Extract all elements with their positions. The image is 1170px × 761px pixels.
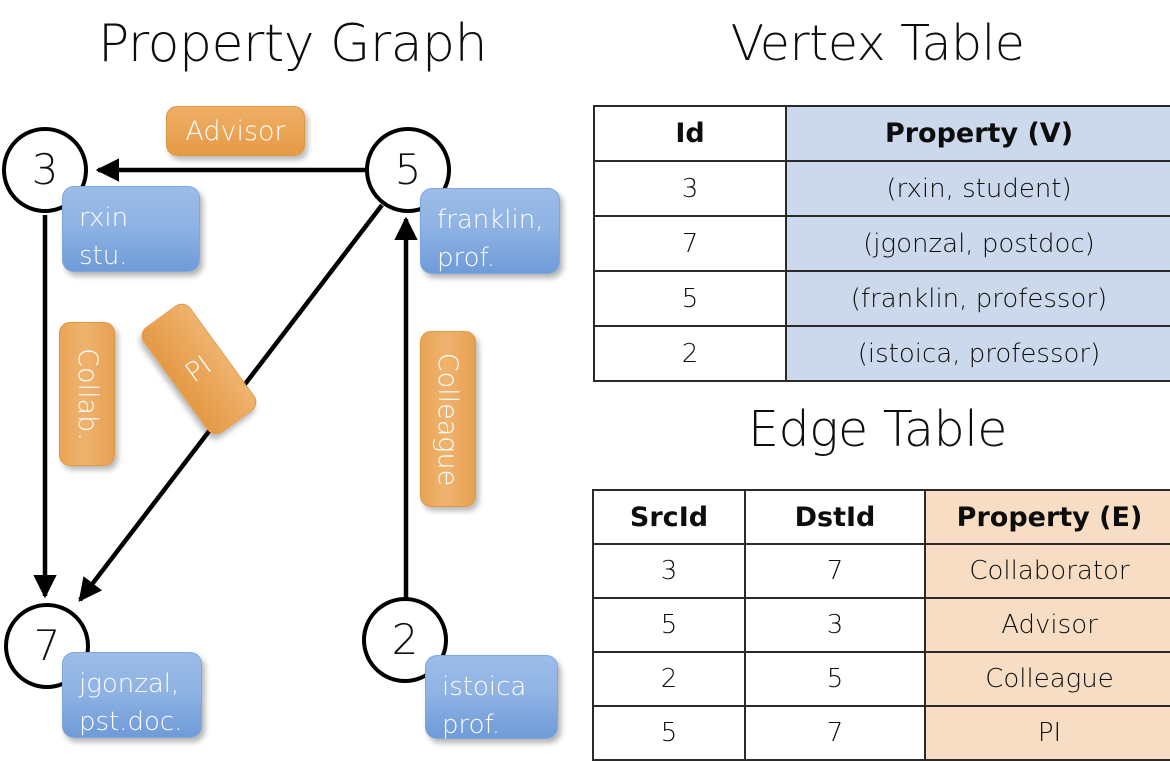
page-title-edge-table: Edge Table <box>748 401 1007 458</box>
node-property-line-2: pst.doc. <box>79 707 183 737</box>
edge-label-text: Collab. <box>71 347 103 441</box>
node-property-line-1: istoica <box>442 672 527 702</box>
edge-cell-srcid: 3 <box>592 543 746 599</box>
edge-cell-property: Collaborator <box>924 543 1170 599</box>
vertex-header-property: Property (V) <box>785 105 1170 162</box>
node-property-line-1: franklin, <box>437 205 544 235</box>
vertex-cell-id: 5 <box>593 270 787 327</box>
edge-label-colleague: Colleague <box>420 331 476 507</box>
edge-header-srcid: SrcId <box>592 489 746 545</box>
edge-cell-property: PI <box>924 705 1170 761</box>
table-header-row: Id Property (V) <box>593 105 1170 162</box>
graph-node-2[interactable]: 2 <box>362 597 448 683</box>
vertex-cell-id: 7 <box>593 215 787 272</box>
node-property-line-2: prof. <box>442 710 501 740</box>
node-property-box-istoica: istoica prof. <box>425 655 558 740</box>
edge-label-collab: Collab. <box>59 322 115 466</box>
node-property-line-1: jgonzal, <box>79 669 180 699</box>
node-property-box-jgonzal: jgonzal, pst.doc. <box>62 652 202 738</box>
edge-cell-srcid: 5 <box>592 597 746 653</box>
edge-cell-srcid: 2 <box>592 651 746 707</box>
vertex-table: Id Property (V) 3 (rxin, student) 7 (jgo… <box>593 105 1170 382</box>
table-row: 5 7 PI <box>592 705 1170 761</box>
page-title-property-graph: Property Graph <box>97 14 488 74</box>
edge-label-text: PI <box>180 349 218 389</box>
graph-node-5[interactable]: 5 <box>365 127 451 213</box>
table-row: 3 7 Collaborator <box>592 543 1170 599</box>
edge-cell-dstid: 5 <box>744 651 926 707</box>
edge-cell-dstid: 7 <box>744 705 926 761</box>
edge-label-advisor: Advisor <box>166 106 305 156</box>
vertex-cell-property: (franklin, professor) <box>785 270 1170 327</box>
edge-cell-property: Colleague <box>924 651 1170 707</box>
table-row: 2 5 Colleague <box>592 651 1170 707</box>
node-property-box-rxin: rxin stu. <box>62 186 200 272</box>
edge-header-dstid: DstId <box>744 489 926 545</box>
node-property-line-1: rxin <box>79 203 129 233</box>
property-graph-diagram: 3 5 7 2 rxin stu. franklin, prof. jgonza… <box>0 0 585 760</box>
table-row: 7 (jgonzal, postdoc) <box>593 215 1170 272</box>
edge-table: SrcId DstId Property (E) 3 7 Collaborato… <box>592 489 1170 761</box>
edge-header-property: Property (E) <box>924 489 1170 545</box>
node-property-line-2: prof. <box>437 243 496 273</box>
table-row: 5 (franklin, professor) <box>593 270 1170 327</box>
node-property-line-2: stu. <box>79 241 128 271</box>
vertex-cell-id: 2 <box>593 325 787 382</box>
vertex-cell-property: (rxin, student) <box>785 160 1170 217</box>
table-row: 5 3 Advisor <box>592 597 1170 653</box>
edge-label-text: Colleague <box>432 352 464 486</box>
table-row: 3 (rxin, student) <box>593 160 1170 217</box>
vertex-cell-property: (jgonzal, postdoc) <box>785 215 1170 272</box>
node-property-box-franklin: franklin, prof. <box>420 188 560 274</box>
edge-label-text: Advisor <box>185 115 286 147</box>
page-title-vertex-table: Vertex Table <box>730 15 1025 72</box>
vertex-header-id: Id <box>593 105 787 162</box>
table-row: 2 (istoica, professor) <box>593 325 1170 382</box>
vertex-cell-id: 3 <box>593 160 787 217</box>
edge-cell-srcid: 5 <box>592 705 746 761</box>
edge-cell-property: Advisor <box>924 597 1170 653</box>
table-header-row: SrcId DstId Property (E) <box>592 489 1170 545</box>
edge-cell-dstid: 3 <box>744 597 926 653</box>
edge-cell-dstid: 7 <box>744 543 926 599</box>
vertex-cell-property: (istoica, professor) <box>785 325 1170 382</box>
